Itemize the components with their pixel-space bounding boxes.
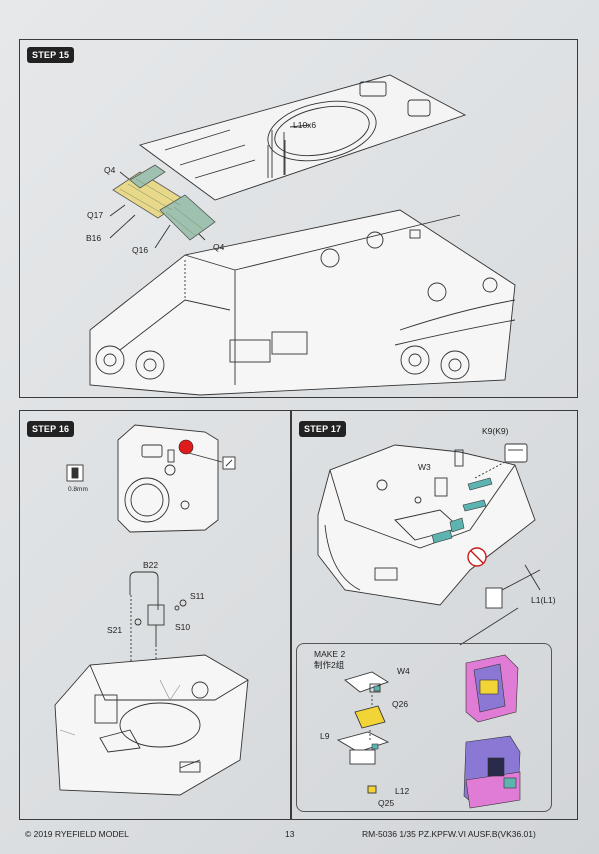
label-S10: S10	[175, 622, 191, 632]
part-Q25	[367, 785, 377, 794]
part-K9	[504, 443, 528, 463]
part-L9	[336, 731, 390, 753]
part-Q26	[354, 705, 386, 729]
label-W4: W4	[397, 666, 410, 676]
page-number: 13	[285, 829, 295, 839]
step-17-panel	[290, 410, 578, 820]
hull-body	[89, 209, 516, 396]
step-15-title: STEP 15	[27, 47, 75, 63]
part-W4	[344, 671, 390, 693]
make-2-label-cn: 制作2组	[314, 660, 345, 670]
step-16-panel	[19, 410, 292, 820]
label-K9: K9(K9)	[482, 426, 509, 436]
label-Q26: Q26	[392, 699, 409, 709]
red-attention-dot	[178, 439, 194, 455]
thickness-label: 0.8mm	[68, 486, 88, 493]
rear-plate	[117, 424, 219, 533]
step-15-panel	[19, 39, 578, 398]
label-W3: W3	[418, 462, 431, 472]
step-16-title: STEP 16	[27, 421, 75, 437]
label-S21: S21	[107, 625, 123, 635]
hull-top-plate	[138, 74, 467, 201]
label-S11: S11	[190, 591, 205, 601]
label-Q17: Q17	[87, 210, 104, 220]
part-L1	[485, 587, 503, 609]
label-L1: L1(L1)	[531, 595, 556, 605]
label-Q25: Q25	[378, 798, 395, 808]
make-2-inset	[296, 643, 552, 812]
pipe-B22	[129, 571, 159, 610]
label-L10x6: L10x6	[293, 120, 317, 130]
step-17-title: STEP 17	[299, 421, 347, 437]
footer-product-code: RM-5036 1/35 PZ.KPFW.VI AUSF.B(VK36.01)	[362, 829, 536, 839]
label-Q16: Q16	[132, 245, 149, 255]
grid-panel-parts	[112, 164, 216, 241]
hatch	[407, 99, 431, 117]
make-2-label-en: MAKE 2	[314, 649, 346, 659]
turret-ring	[267, 100, 377, 162]
label-B16: B16	[86, 233, 102, 243]
label-L12: L12	[395, 786, 410, 796]
label-Q4-top: Q4	[104, 165, 116, 175]
label-Q4-bottom: Q4	[213, 242, 225, 252]
footer-copyright: © 2019 RYEFIELD MODEL	[25, 829, 129, 839]
label-B22: B22	[143, 560, 159, 570]
label-L9: L9	[320, 731, 330, 741]
